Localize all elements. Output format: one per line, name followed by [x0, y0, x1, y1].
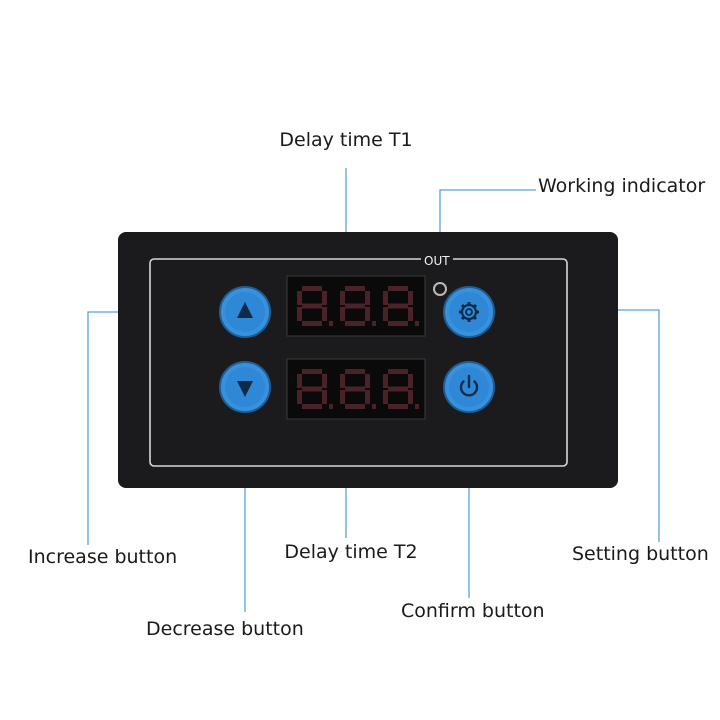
gear-icon	[459, 302, 479, 322]
triangle-down-icon	[237, 381, 253, 397]
label-confirm-button: Confirm button	[401, 600, 545, 622]
digit-segment	[302, 303, 322, 309]
panel-inner-border	[149, 258, 568, 467]
confirm-button[interactable]	[443, 361, 495, 413]
digit-segment	[297, 307, 302, 321]
label-increase-button: Increase button	[28, 546, 178, 568]
digit-segment	[383, 374, 388, 388]
digit-decimal-point	[372, 321, 376, 326]
digit-segment	[408, 390, 413, 404]
digit-segment	[365, 374, 370, 388]
label-setting-button: Setting button	[572, 543, 709, 565]
digit-segment	[408, 374, 413, 388]
digit-segment	[388, 321, 408, 326]
digit-segment	[345, 404, 365, 409]
label-delay-time-t1: Delay time T1	[279, 129, 413, 151]
digit-decimal-point	[329, 321, 333, 326]
digit-segment	[388, 369, 408, 374]
digit-segment	[388, 404, 408, 409]
digit-segment	[408, 307, 413, 321]
label-delay-time-t2: Delay time T2	[284, 541, 418, 563]
digit-segment	[345, 386, 365, 392]
digit-segment	[297, 291, 302, 305]
digit-segment	[322, 291, 327, 305]
digit-segment	[383, 307, 388, 321]
digit-segment	[345, 321, 365, 326]
digit-segment	[322, 390, 327, 404]
label-working-indicator: Working indicator	[538, 175, 706, 197]
digit-segment	[388, 386, 408, 392]
digit-segment	[340, 390, 345, 404]
digit-decimal-point	[372, 404, 376, 409]
digit-segment	[340, 291, 345, 305]
digit-segment	[297, 374, 302, 388]
out-label: OUT	[421, 254, 453, 268]
digit-segment	[302, 321, 322, 326]
digit-segment	[340, 307, 345, 321]
digit-segment	[365, 390, 370, 404]
decrease-button[interactable]	[219, 361, 271, 413]
digit-segment	[345, 369, 365, 374]
display-t1-digits	[297, 286, 419, 326]
digit-segment	[297, 390, 302, 404]
digit-segment	[365, 307, 370, 321]
working-indicator-led	[433, 282, 447, 296]
digit-decimal-point	[415, 321, 419, 326]
label-decrease-button: Decrease button	[146, 618, 304, 640]
digit-segment	[383, 390, 388, 404]
digit-segment	[365, 291, 370, 305]
digit-segment	[345, 286, 365, 291]
digit-segment	[388, 303, 408, 309]
digit-decimal-point	[329, 404, 333, 409]
digit-segment	[322, 307, 327, 321]
digit-segment	[322, 374, 327, 388]
digit-segment	[340, 374, 345, 388]
display-t2-digits	[297, 369, 419, 409]
setting-button[interactable]	[443, 286, 495, 338]
digit-decimal-point	[415, 404, 419, 409]
digit-segment	[383, 291, 388, 305]
increase-button[interactable]	[219, 286, 271, 338]
triangle-up-icon	[237, 302, 253, 318]
digit-segment	[302, 404, 322, 409]
digit-segment	[345, 303, 365, 309]
digit-segment	[302, 286, 322, 291]
digit-segment	[408, 291, 413, 305]
digit-segment	[388, 286, 408, 291]
digit-segment	[302, 386, 322, 392]
digit-segment	[302, 369, 322, 374]
power-icon	[459, 374, 479, 397]
